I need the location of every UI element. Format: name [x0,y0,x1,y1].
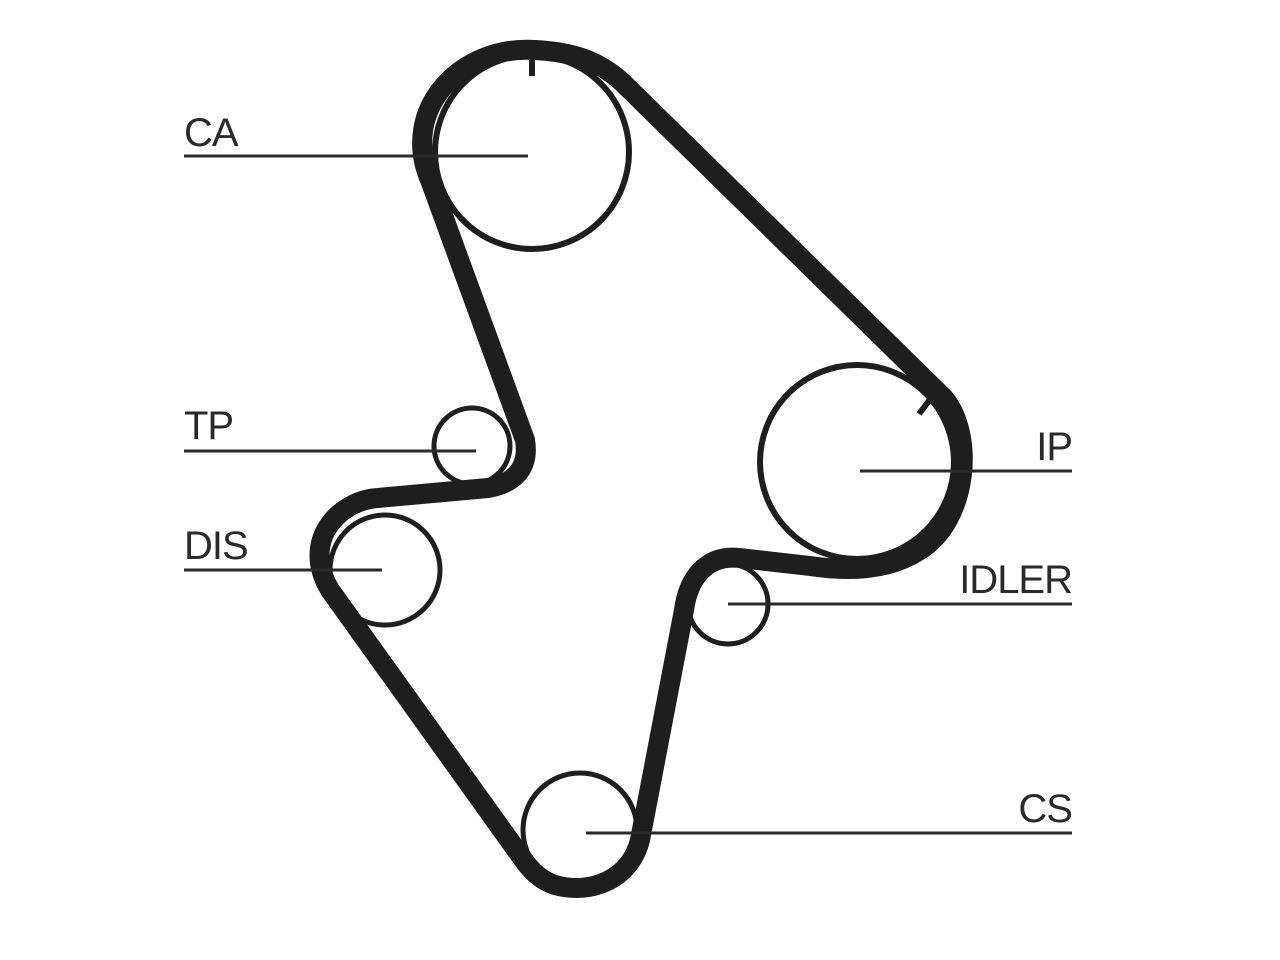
ca-label: CA [184,111,239,155]
cs-label: CS [1018,787,1072,831]
ip-label: IP [1036,425,1072,469]
ip-pulley [757,362,957,562]
ip-timing-mark [916,396,934,416]
tp-label: TP [184,404,233,448]
idler-label: IDLER [959,558,1072,602]
tp-pulley [431,405,513,487]
timing-belt [309,39,973,898]
ca-pulley [432,52,632,252]
cs-pulley [520,770,640,890]
dis-label: DIS [184,524,248,568]
